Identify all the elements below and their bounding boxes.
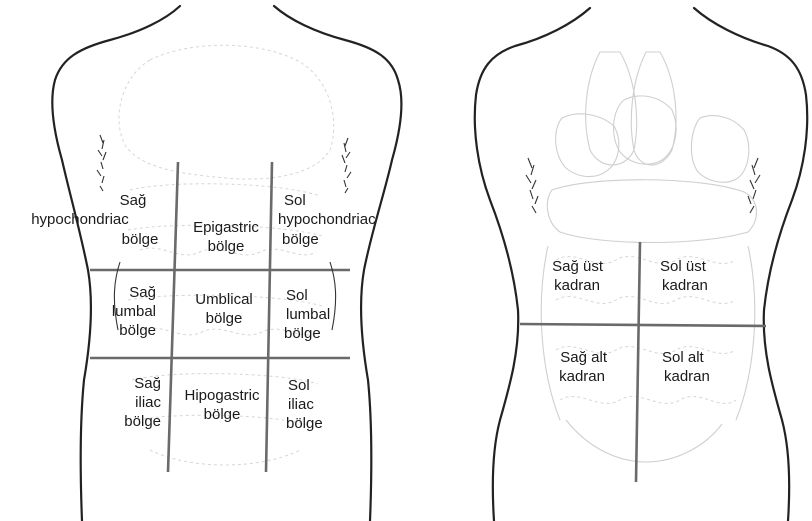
region-label-umblical-line-2: bölge xyxy=(206,310,243,327)
right-torso-outline xyxy=(475,8,807,521)
region-label-right-hypochondriac-line-3: bölge xyxy=(122,231,159,248)
region-label-umblical-line-1: Umblical xyxy=(195,291,253,308)
quadrant-label-left-lower-line-1: Sol alt xyxy=(662,349,705,366)
region-label-left-iliac-line-3: bölge xyxy=(286,415,323,432)
region-label-right-lumbal-line-2: lumbal xyxy=(112,303,156,320)
region-label-left-iliac-line-1: Sol xyxy=(288,377,310,394)
region-label-hipogastric-line-1: Hipogastric xyxy=(184,387,260,404)
region-label-left-iliac-line-2: iliac xyxy=(288,396,314,413)
region-label-right-hypochondriac-line-2: hypochondriac xyxy=(31,211,129,228)
region-label-right-iliac-line-3: bölge xyxy=(124,413,161,430)
quadrant-label-right-upper-line-2: kadran xyxy=(554,277,600,294)
region-label-right-iliac-line-1: Sağ xyxy=(134,375,161,392)
region-label-right-lumbal-line-1: Sağ xyxy=(129,284,156,301)
region-label-hipogastric-line-2: bölge xyxy=(204,406,241,423)
left-vertical-line xyxy=(168,162,178,472)
left-torso-outline xyxy=(52,6,401,521)
quadrant-label-left-lower-line-2: kadran xyxy=(664,368,710,385)
region-label-left-lumbal-line-2: lumbal xyxy=(286,306,330,323)
region-label-left-lumbal-line-3: bölge xyxy=(284,325,321,342)
region-label-epigastric-line-2: bölge xyxy=(208,238,245,255)
quadrant-label-right-lower-line-1: Sağ alt xyxy=(560,349,608,366)
four-quadrant-diagram xyxy=(475,8,807,521)
horizontal-line xyxy=(520,324,766,326)
region-label-left-hypochondriac-line-1: Sol xyxy=(284,192,306,209)
quadrant-label-right-lower-line-2: kadran xyxy=(559,368,605,385)
region-label-left-hypochondriac-line-2: hypochondriac xyxy=(278,211,376,228)
region-label-epigastric-line-1: Epigastric xyxy=(193,219,259,236)
region-label-right-lumbal-line-3: bölge xyxy=(119,322,156,339)
quadrant-label-left-upper-line-1: Sol üst xyxy=(660,258,707,275)
region-label-left-hypochondriac-line-3: bölge xyxy=(282,231,319,248)
region-label-right-iliac-line-2: iliac xyxy=(135,394,161,411)
midline-vertical xyxy=(636,242,640,482)
region-labels: SağhypochondriacbölgeEpigastricbölgeSolh… xyxy=(31,192,710,432)
region-label-right-hypochondriac-line-1: Sağ xyxy=(120,192,147,209)
nine-region-diagram xyxy=(52,6,401,521)
region-label-left-lumbal-line-1: Sol xyxy=(286,287,308,304)
right-organ-sketch xyxy=(541,52,756,462)
quadrant-label-right-upper-line-1: Sağ üst xyxy=(552,258,604,275)
quadrant-label-left-upper-line-2: kadran xyxy=(662,277,708,294)
right-vertical-line xyxy=(266,162,272,472)
